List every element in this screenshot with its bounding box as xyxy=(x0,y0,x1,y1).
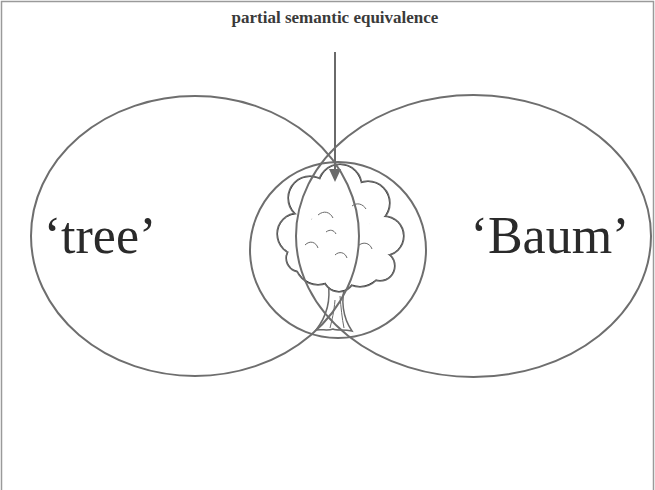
leader-arrow-line xyxy=(334,52,336,171)
overlap-circle xyxy=(250,162,426,338)
crown-detail xyxy=(305,204,372,258)
word-label: ‘Baum’ xyxy=(471,207,630,264)
ellipse-region: ‘tree’ xyxy=(30,95,360,377)
ellipse-region: ‘Baum’ xyxy=(295,94,652,378)
ellipse-shape xyxy=(31,96,359,376)
word-label: ‘tree’ xyxy=(44,207,157,264)
callout-label: partial semantic equivalence xyxy=(225,8,445,28)
ellipse-shape xyxy=(296,95,651,377)
